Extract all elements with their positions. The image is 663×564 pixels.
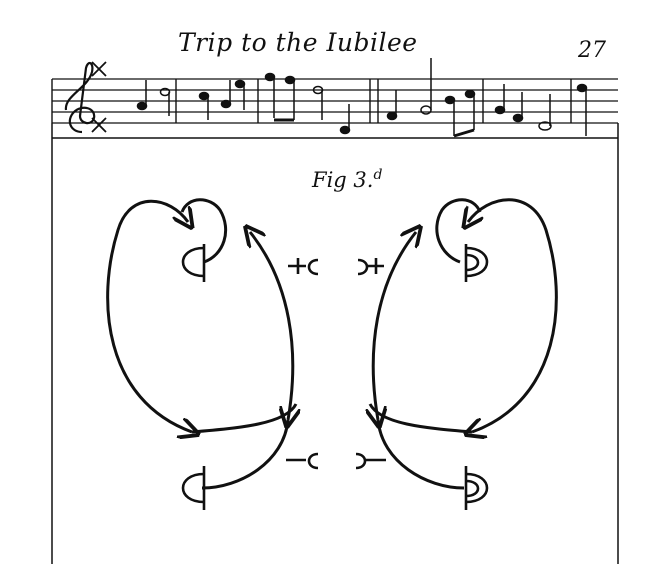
left-dance-figure — [106, 198, 296, 490]
right-dance-figure — [370, 198, 558, 490]
music-notes — [136, 58, 588, 138]
bar-lines — [51, 79, 572, 123]
music-staff — [52, 78, 618, 124]
page-frame — [51, 123, 619, 564]
treble-clef-icon — [64, 62, 96, 134]
figure-label: Fig 3.d — [312, 167, 382, 192]
figure-label-text: Fig 3. — [312, 168, 374, 192]
figure-label-sup: d — [373, 167, 383, 183]
page-number: 27 — [578, 38, 606, 63]
tune-title: Trip to the Iubilee — [178, 28, 418, 57]
key-signature-sharps — [91, 61, 107, 133]
dancer-symbols — [181, 244, 489, 510]
